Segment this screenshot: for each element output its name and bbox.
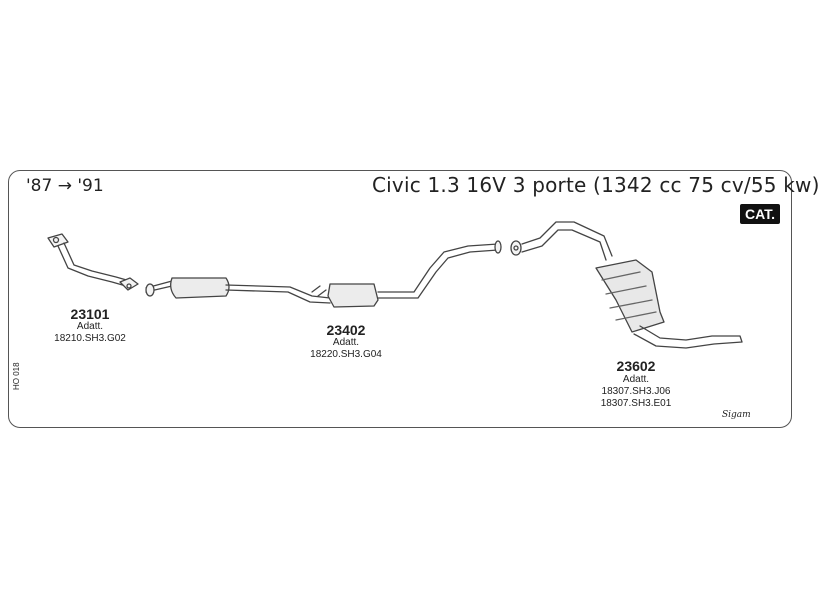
part-code: 18307.SH3.E01 — [600, 398, 672, 409]
part-adapt-label: Adatt. — [76, 321, 104, 332]
part-code: 18307.SH3.J06 — [601, 386, 671, 397]
part-number-23101: 23101 — [70, 306, 110, 322]
part-adapt-label: Adatt. — [622, 374, 650, 385]
part-number-23402: 23402 — [326, 322, 366, 338]
part-code: 18210.SH3.G02 — [54, 333, 126, 344]
part-code: 18220.SH3.G04 — [310, 349, 382, 360]
part-number-23602: 23602 — [616, 358, 656, 374]
center-pipe-drawing — [145, 240, 502, 308]
year-range: '87 → '91 — [26, 176, 104, 196]
drawing-code: HO 018 — [12, 362, 21, 390]
model-title: Civic 1.3 16V 3 porte (1342 cc 75 cv/55 … — [372, 173, 820, 197]
diagram-panel — [8, 170, 792, 428]
exhaust-diagram — [47, 221, 743, 349]
catalyst-badge: CAT. — [740, 204, 781, 224]
front-pipe-drawing — [47, 233, 139, 291]
part-adapt-label: Adatt. — [332, 337, 360, 348]
brand-logo: Sigam — [722, 410, 751, 420]
rear-silencer-drawing — [510, 221, 743, 349]
